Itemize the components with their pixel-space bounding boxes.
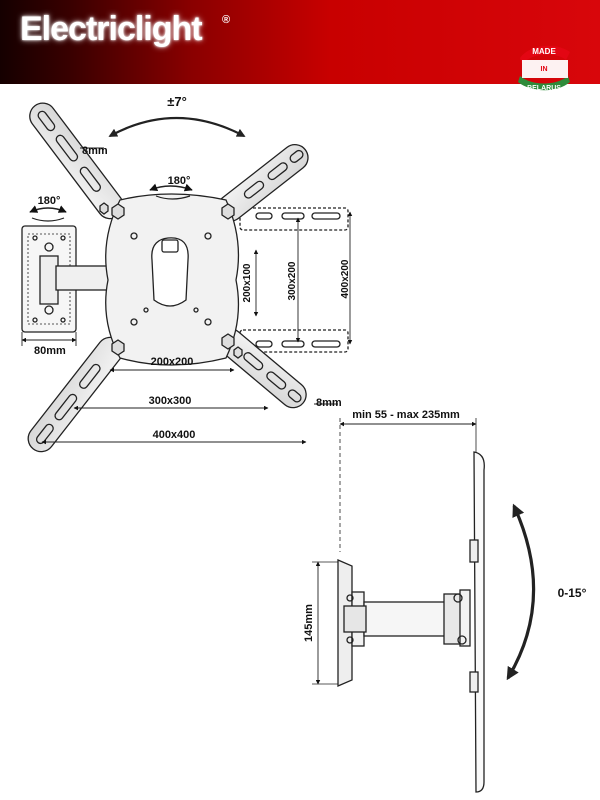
height-label: 145mm xyxy=(303,604,315,642)
connecting-arm xyxy=(55,265,113,291)
front-view xyxy=(21,102,353,453)
brand-logo: Electriclight xyxy=(20,10,203,48)
wall-width-label: 80mm xyxy=(34,345,66,357)
rotate-plate-label: 180° xyxy=(168,175,191,187)
vesa-200x200-label: 200x200 xyxy=(151,356,194,368)
dimension-lines xyxy=(21,147,353,445)
made-in-belarus-badge: MADE IN BELARUS xyxy=(518,45,570,92)
vesa-300x200-label: 300x200 xyxy=(287,261,298,300)
side-view xyxy=(312,418,536,793)
labels: ±7° 180° 180° 8mm 8mm 80mm 200x100 300x2… xyxy=(34,94,587,642)
vesa-rails xyxy=(239,207,349,353)
tilt-top-label: ±7° xyxy=(167,94,187,109)
slot-width-top-label: 8mm xyxy=(82,145,108,157)
rotate-arc-wall xyxy=(29,205,67,213)
header-banner: Electriclight ® xyxy=(0,0,600,84)
vesa-400x400-label: 400x400 xyxy=(153,429,196,441)
arm-bolts xyxy=(99,202,243,359)
badge-line-belarus: BELARUS xyxy=(527,85,561,92)
vesa-300x300-label: 300x300 xyxy=(149,395,192,407)
rotate-wall-label: 180° xyxy=(38,195,61,207)
mount-diagram: ±7° 180° 180° 8mm 8mm 80mm 200x100 300x2… xyxy=(21,94,587,793)
registered-mark: ® xyxy=(222,14,231,26)
tilt-range-label: 0-15° xyxy=(558,586,587,600)
rotate-arc-plate xyxy=(149,183,193,192)
tilt-arrow-side xyxy=(506,503,536,681)
slot-width-bottom-label: 8mm xyxy=(316,397,342,409)
tv-panel xyxy=(473,451,485,793)
plate-cutout xyxy=(151,237,189,307)
tilt-arc-top xyxy=(108,117,246,137)
vesa-400x200-label: 400x200 xyxy=(340,259,351,298)
badge-line-in: IN xyxy=(541,66,548,73)
extension-label: min 55 - max 235mm xyxy=(352,409,460,421)
badge-line-made: MADE xyxy=(532,47,556,56)
wall-plate xyxy=(21,225,77,333)
side-arm xyxy=(363,601,455,637)
vesa-200x100-label: 200x100 xyxy=(242,263,253,302)
